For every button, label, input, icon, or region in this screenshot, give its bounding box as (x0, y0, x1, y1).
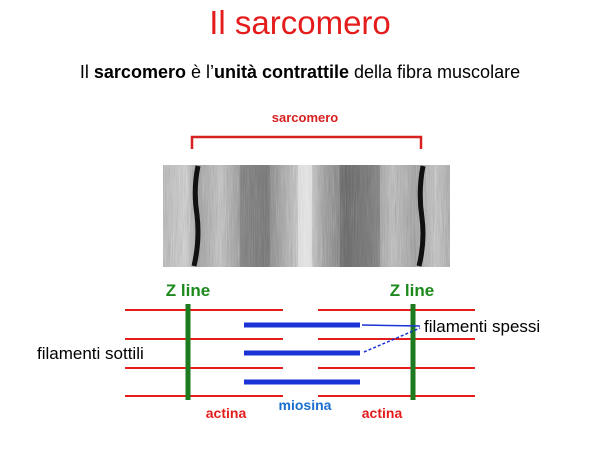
micrograph-image (163, 165, 450, 267)
subtitle-term-sarcomere: sarcomero (93, 62, 186, 82)
thin-filaments-label: filamenti sottili (37, 344, 144, 363)
bracket-label: sarcomero (272, 110, 339, 125)
subtitle-part: Il (79, 62, 94, 82)
thin-filaments (125, 309, 475, 397)
thick-filament-pointers (361, 324, 421, 353)
thick-filaments-label: filamenti spessi (424, 317, 540, 336)
thick-filaments (244, 322, 360, 385)
subtitle-term-contractile-unit: unità contrattile (213, 62, 349, 82)
pointer-line (361, 324, 421, 327)
slide-subtitle: Il sarcomero è l’unità contrattile della… (0, 62, 600, 83)
subtitle-part: della fibra muscolare (349, 62, 521, 82)
z-line-label-left: Z line (166, 281, 210, 300)
actin-label-right: actina (362, 405, 403, 421)
pointer-line (363, 327, 421, 353)
slide-title: Il sarcomero (209, 4, 391, 41)
z-line-label-right: Z line (390, 281, 434, 300)
myosin-label: miosina (279, 397, 332, 413)
sarcomere-bracket (190, 135, 423, 149)
subtitle-part: è l’ (185, 62, 214, 82)
z-lines (185, 304, 416, 400)
actin-label-left: actina (206, 405, 247, 421)
